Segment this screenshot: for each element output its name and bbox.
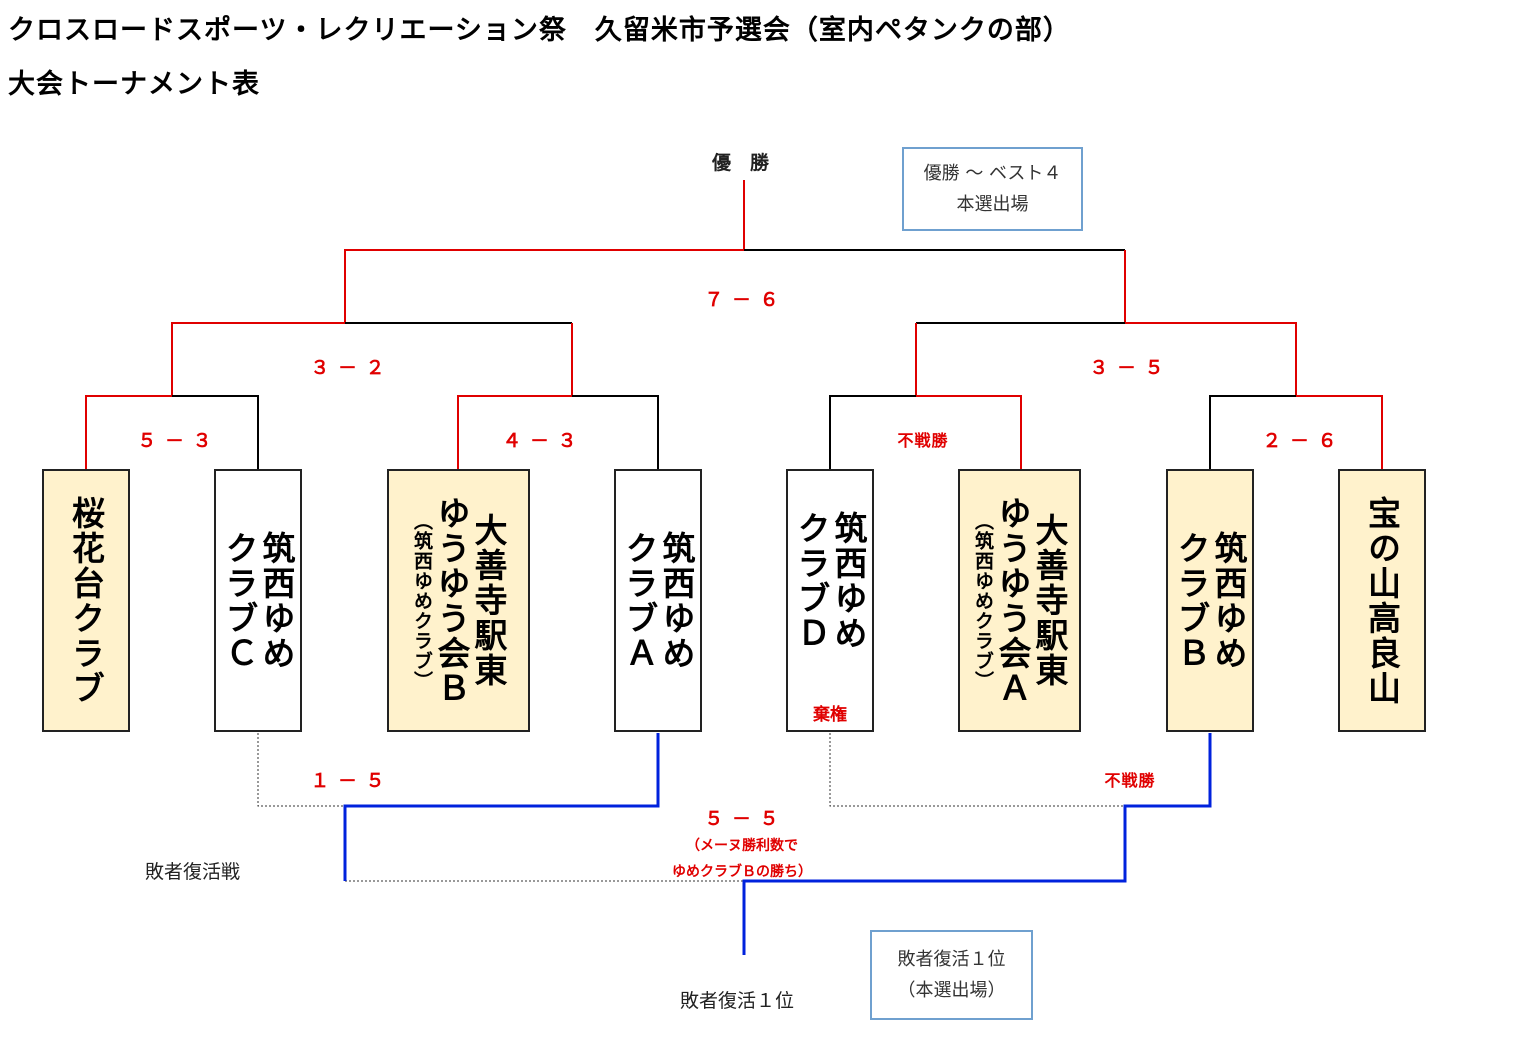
team-name-line2: ゆうゆう会Ｂ [432, 495, 471, 706]
rep-final-note-line1: （メーヌ勝利数で [686, 838, 798, 854]
team-name-line1: 筑西ゆめ [829, 510, 868, 651]
rep-right-winner [742, 733, 1212, 955]
score-rep-right: 不戦勝 [1104, 771, 1156, 790]
repechage-winner-label: 敗者復活１位 [680, 990, 795, 1012]
score-qf3: 不戦勝 [897, 431, 949, 450]
qualify-box: 優勝 ～ ベスト４ 本選出場 [902, 147, 1083, 231]
semi-left-a [171, 322, 345, 396]
team-name-line2: ゆうゆう会Ａ [993, 495, 1032, 706]
rep-right-loser [829, 733, 1125, 807]
score-rep-final: ５ － ５ [704, 808, 780, 830]
team-name: 宝の山高良山 [1362, 495, 1402, 706]
score-qf2: ４ － ３ [502, 430, 578, 452]
team-affiliation: （筑西ゆめクラブ） [972, 510, 994, 691]
score-rep-left: １ － ５ [310, 770, 386, 792]
champion-label: 優 勝 [712, 152, 770, 174]
team-name-line2: クラブＣ [220, 530, 259, 671]
team-name-line1: 大善寺駅東 [1030, 513, 1069, 688]
score-final: ７ － ６ [704, 289, 780, 311]
qf2-winner [457, 395, 572, 469]
score-semi-left: ３ － ２ [310, 357, 386, 379]
qualify-box-line1: 優勝 ～ ベスト４ [923, 162, 1062, 184]
team-affiliation: （筑西ゆめクラブ） [411, 510, 433, 691]
score-semi-right: ３ － ５ [1089, 357, 1165, 379]
team-name-line2: クラブＡ [620, 530, 659, 671]
rep-final-note-line2: ゆめクラブＢの勝ち） [672, 864, 812, 880]
team-card-3: 大善寺駅東 ゆうゆう会Ｂ （筑西ゆめクラブ） [387, 469, 530, 732]
repechage-box-line2: （本選出場） [897, 980, 1006, 1001]
team-name-line2: クラブＤ [792, 510, 831, 651]
score-qf1: ５ － ３ [137, 430, 213, 452]
team-name-line1: 筑西ゆめ [657, 530, 696, 671]
page-subtitle: 大会トーナメント表 [8, 69, 260, 100]
team-card-7: 筑西ゆめ クラブＢ [1166, 469, 1254, 732]
team-card-4: 筑西ゆめ クラブＡ [614, 469, 702, 732]
team-card-2: 筑西ゆめ クラブＣ [214, 469, 302, 732]
team-name-line1: 筑西ゆめ [257, 530, 296, 671]
qf4-winner [1296, 395, 1383, 469]
qf1-loser [172, 395, 259, 469]
team-name: 桜花台クラブ [66, 495, 106, 706]
team-card-8: 宝の山高良山 [1338, 469, 1426, 732]
qf3-winner [916, 395, 1022, 469]
team-name-line1: 筑西ゆめ [1209, 530, 1248, 671]
team-name-line1: 大善寺駅東 [469, 513, 508, 688]
repechage-box-line1: 敗者復活１位 [897, 948, 1006, 970]
team-card-6: 大善寺駅東 ゆうゆう会Ａ （筑西ゆめクラブ） [958, 469, 1081, 732]
qf4-loser [1209, 395, 1296, 469]
team-name-line2: クラブＢ [1172, 530, 1211, 671]
qf1-winner [85, 395, 172, 469]
page-title: クロスロードスポーツ・レクリエーション祭 久留米市予選会（室内ペタンクの部） [8, 15, 1071, 46]
rep-left-loser [257, 733, 345, 807]
qualify-box-line2: 本選出場 [956, 194, 1029, 215]
repechage-box: 敗者復活１位 （本選出場） [870, 930, 1033, 1020]
team-card-5: 筑西ゆめ クラブＤ [786, 469, 874, 732]
repechage-label: 敗者復活戦 [145, 861, 241, 883]
qf2-loser [572, 395, 659, 469]
qf3-loser [829, 395, 916, 469]
forfeit-note: 棄権 [813, 705, 847, 725]
team-card-1: 桜花台クラブ [42, 469, 130, 732]
final-left [344, 249, 744, 323]
score-qf4: ２ － ６ [1262, 430, 1338, 452]
semi-right-b [1125, 322, 1297, 396]
rep-left-winner [343, 733, 660, 881]
